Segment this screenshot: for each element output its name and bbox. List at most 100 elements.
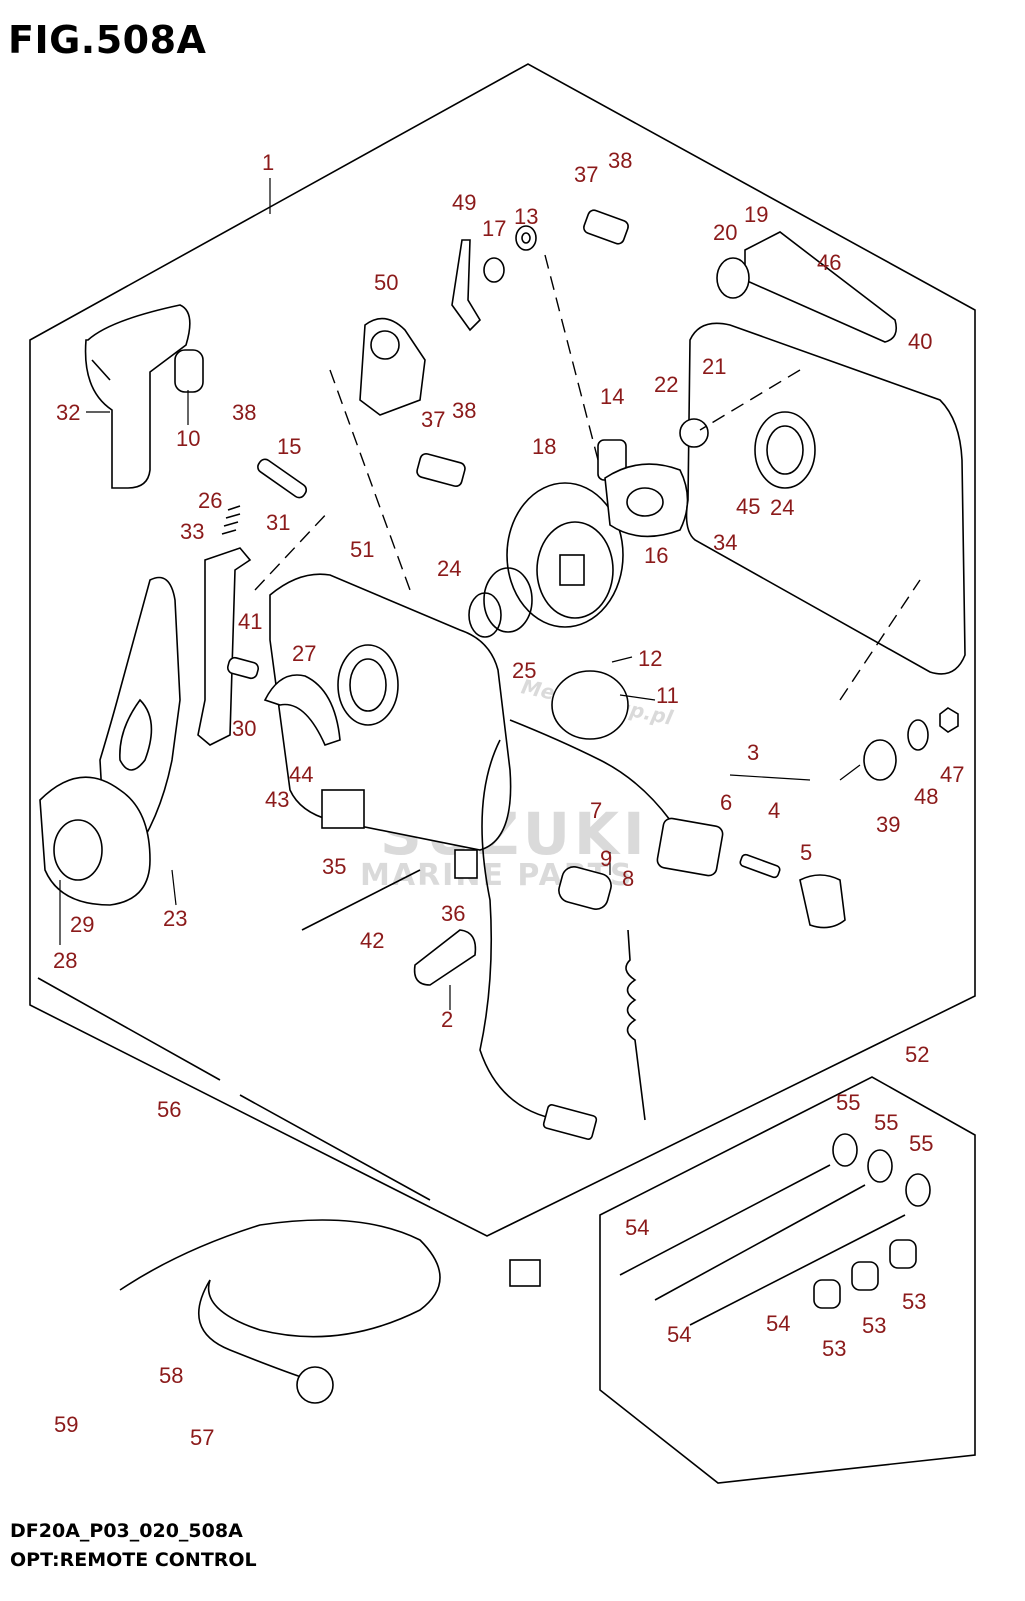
part-bushing [483,257,505,283]
callout-35: 35 [322,854,346,879]
callout-11: 11 [656,683,679,708]
part-ring-25 [483,567,533,633]
callout-54a: 54 [625,1215,649,1240]
callout-20: 20 [713,220,737,245]
part-bolt-b [654,1184,866,1301]
callout-29: 29 [70,912,94,937]
callout-57: 57 [190,1425,214,1450]
part-main-switch [656,817,724,877]
part-long-screw [301,869,421,931]
part-cap [174,349,204,393]
callout-16: 16 [644,543,668,568]
callout-40: 40 [908,329,932,354]
part-washer [515,225,537,251]
callout-36: 36 [441,901,465,926]
callout-51: 51 [350,537,374,562]
callout-25: 25 [512,658,536,683]
part-ring-24 [468,592,502,638]
callout-55c: 55 [909,1131,933,1156]
callout-14: 14 [600,384,624,409]
part-clip [321,789,365,829]
callout-28: 28 [53,948,77,973]
callout-46: 46 [817,250,841,275]
callout-55a: 55 [836,1090,860,1115]
part-spacer-53b [851,1261,879,1291]
part-harness-plug [509,1259,541,1287]
callout-48: 48 [914,784,938,809]
callout-15: 15 [277,434,301,459]
part-small-plate [226,656,260,680]
callout-10: 10 [176,426,200,451]
part-rubber-bushing [863,739,897,781]
callout-53c: 53 [902,1289,926,1314]
callout-37a: 37 [574,162,598,187]
part-washer-55c [905,1173,931,1207]
main-assembly-outline [29,63,976,1237]
callout-52: 52 [905,1042,929,1067]
part-washer-55b [867,1149,893,1183]
part-spacer-53a [813,1279,841,1309]
callout-54b: 54 [667,1322,691,1347]
part-stop-switch [558,866,612,910]
callout-7: 7 [590,798,602,823]
part-neutral-plate [413,929,477,986]
part-detent-plate [263,674,341,746]
callout-45: 45 [736,494,760,519]
part-nut [939,707,959,733]
callout-13: 13 [514,204,538,229]
part-lever-base [39,776,151,906]
callout-27: 27 [292,641,316,666]
part-trim-lever [744,231,898,343]
callout-32: 32 [56,400,80,425]
callout-18: 18 [532,434,556,459]
callout-6: 6 [720,790,732,815]
callout-56: 56 [157,1097,181,1122]
callout-53a: 53 [822,1336,846,1361]
part-switch-body [551,670,629,740]
callout-34: 34 [713,530,737,555]
part-harness-loop [119,1219,441,1338]
figure-title: FIG.508A [8,18,207,62]
callout-5: 5 [800,840,812,865]
part-washer-55a [832,1133,858,1167]
callout-59: 59 [54,1412,78,1437]
part-bolt-a [619,1164,831,1276]
callout-39: 39 [876,812,900,837]
callout-49: 49 [452,190,476,215]
diagram-subtitle: OPT:REMOTE CONTROL [10,1549,257,1571]
callout-8: 8 [622,866,634,891]
callout-26: 26 [198,488,222,513]
callout-44: 44 [289,762,313,787]
callout-33: 33 [180,519,204,544]
leader-lines [59,178,861,1010]
callout-19: 19 [744,202,768,227]
callout-12: 12 [638,646,662,671]
part-flat-washer [907,719,929,751]
callout-21: 21 [702,354,726,379]
callout-58: 58 [159,1363,183,1388]
part-block [454,849,478,879]
part-spring [221,505,241,535]
part-round-connector [296,1366,334,1404]
callout-38b: 38 [232,400,256,425]
callout-24b: 24 [770,495,794,520]
callout-23: 23 [163,906,187,931]
part-link-upper [583,209,629,245]
part-collar [716,257,750,299]
part-lever-bracket [197,547,252,746]
callout-54c: 54 [766,1311,790,1336]
part-key [739,853,781,879]
callout-3: 3 [747,740,759,765]
callout-2: 2 [441,1007,453,1032]
part-knob [799,874,846,929]
callout-38c: 38 [452,398,476,423]
callout-17: 17 [482,216,506,241]
callout-31: 31 [266,510,290,535]
callout-24a: 24 [437,556,461,581]
part-lanyard [625,929,646,1121]
callout-37b: 37 [421,407,445,432]
callout-38a: 38 [608,148,632,173]
part-spacer-53c [889,1239,917,1269]
callout-22: 22 [654,372,678,397]
